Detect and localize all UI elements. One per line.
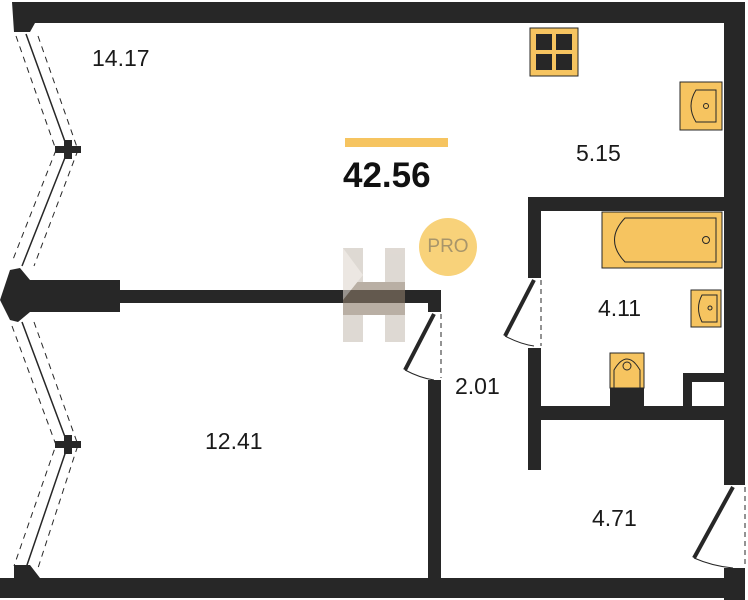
- doors: [403, 279, 746, 569]
- bath-door-leaf: [503, 279, 536, 337]
- bath-bottom-wall: [541, 406, 724, 420]
- room-area-living: 14.17: [92, 45, 150, 71]
- pro-badge: PRO: [419, 218, 477, 276]
- bath-left-wall-upper: [528, 197, 541, 278]
- bath-door-swing: [504, 335, 535, 347]
- window-mullions: [55, 140, 81, 454]
- corner-bottom-left: [0, 565, 40, 598]
- kitchen-sink-icon: [679, 81, 723, 131]
- kitchen-stove-icon: [529, 27, 579, 77]
- room-area-bathroom: 4.11: [598, 295, 642, 321]
- window-upper-dash-b: [33, 35, 79, 267]
- middle-wall: [0, 268, 441, 322]
- bath-left-wall-lower: [528, 348, 541, 470]
- toilet-icon: [609, 352, 645, 406]
- room-area-entrance: 4.71: [592, 505, 637, 531]
- bottom-wall: [0, 578, 745, 598]
- top-wall: [12, 2, 745, 32]
- logo-watermark-icon: [343, 248, 405, 342]
- window-upper-dash-a: [11, 35, 57, 263]
- bath-sink-icon: [690, 289, 722, 328]
- entry-door-swing: [693, 557, 734, 569]
- room-area-hall: 2.01: [455, 373, 500, 399]
- bath-top-wall: [528, 197, 724, 211]
- total-area: 42.56: [343, 156, 431, 195]
- hall-door-leaf: [403, 313, 436, 371]
- hall-door-swing: [404, 369, 435, 381]
- window-lower-dash-a: [11, 325, 57, 567]
- shaft-top: [683, 373, 724, 382]
- bathtub-icon: [601, 211, 723, 269]
- right-wall-upper: [724, 2, 745, 485]
- shaft-wall: [683, 373, 692, 406]
- room-area-kitchen: 5.15: [576, 140, 621, 166]
- room-area-bedroom: 12.41: [205, 428, 263, 454]
- total-area-bar: [345, 138, 448, 147]
- entry-door-leaf: [692, 486, 735, 559]
- bedroom-wall: [428, 380, 441, 580]
